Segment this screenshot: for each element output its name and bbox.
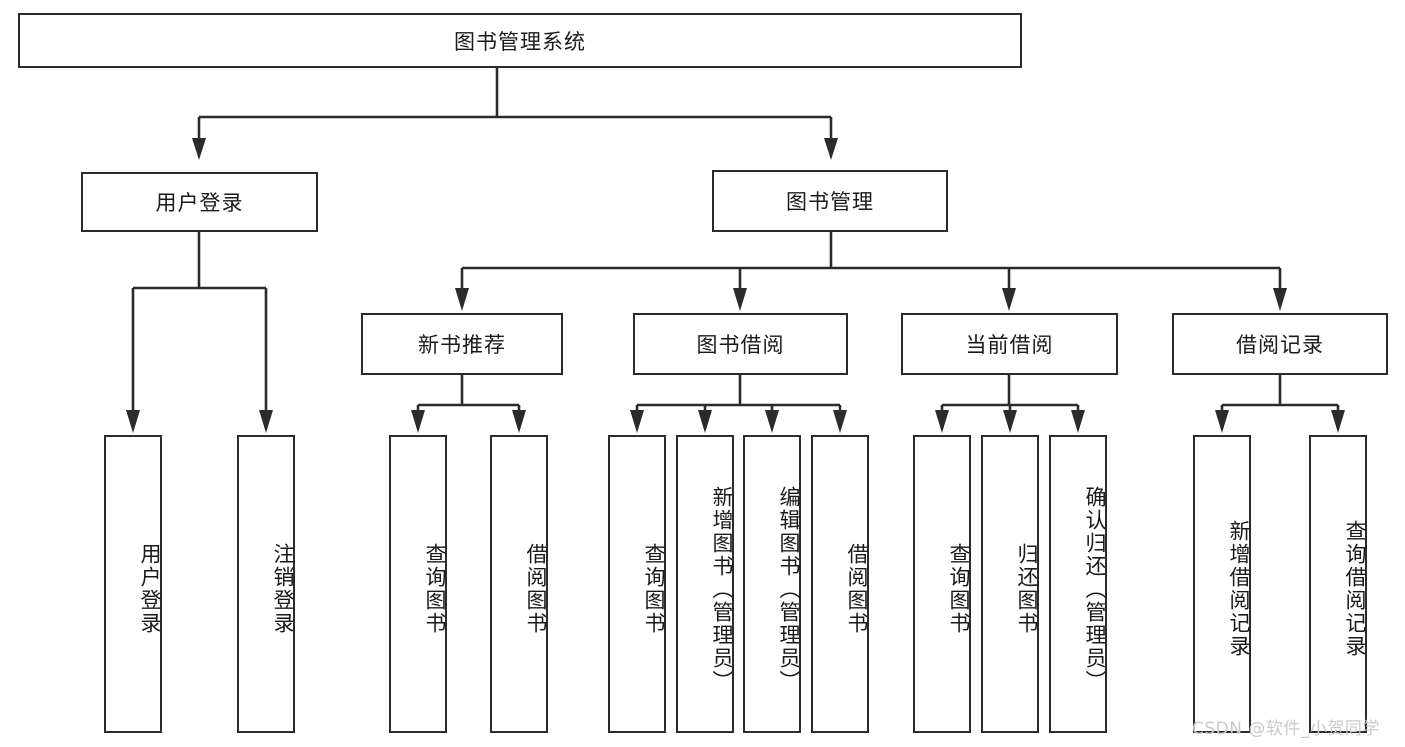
leaf-label: 编辑图书（管理员）: [777, 485, 801, 693]
arrow-bookborrow: [733, 288, 747, 311]
leaf-label: 归还图书: [1015, 543, 1039, 635]
node-new-book-recommend-label: 新书推荐: [418, 333, 506, 357]
leaf-label: 查询借阅记录: [1343, 520, 1367, 658]
leaf-new-book-borrow[interactable]: 借阅图书: [490, 435, 548, 733]
leaf-label: 查询图书: [947, 543, 971, 635]
leaf-book-borrow-edit[interactable]: 编辑图书（管理员）: [743, 435, 801, 733]
arrow-currentborrow-c3: [1071, 410, 1085, 433]
leaf-label: 借阅图书: [524, 543, 548, 635]
leaf-label: 用户登录: [138, 543, 162, 635]
node-current-borrow[interactable]: 当前借阅: [901, 313, 1118, 375]
arrow-newbook-c2: [512, 410, 526, 433]
leaf-label: 新增图书（管理员）: [710, 485, 734, 693]
leaf-book-borrow-query[interactable]: 查询图书: [608, 435, 666, 733]
node-book-borrow[interactable]: 图书借阅: [633, 313, 848, 375]
leaf-label: 确认归还（管理员）: [1083, 485, 1107, 693]
leaf-current-borrow-return[interactable]: 归还图书: [981, 435, 1039, 733]
leaf-user-login-signout[interactable]: 注销登录: [237, 435, 295, 733]
leaf-label: 查询图书: [642, 543, 666, 635]
arrow-userlogin-c1: [126, 410, 140, 433]
arrow-currentborrow-c1: [935, 410, 949, 433]
leaf-new-book-query[interactable]: 查询图书: [389, 435, 447, 733]
arrow-currentborrow-c2: [1003, 410, 1017, 433]
node-current-borrow-label: 当前借阅: [965, 333, 1054, 357]
arrow-userlogin: [192, 138, 206, 160]
leaf-label: 注销登录: [271, 543, 295, 635]
node-book-management-label: 图书管理: [786, 190, 874, 214]
node-book-management[interactable]: 图书管理: [712, 170, 948, 232]
leaf-book-borrow-add[interactable]: 新增图书（管理员）: [676, 435, 734, 733]
arrow-userlogin-c2: [259, 410, 273, 433]
arrow-bookborrow-c2: [698, 410, 712, 433]
leaf-label: 查询图书: [423, 543, 447, 635]
arrow-borrowrecord: [1273, 288, 1287, 311]
node-root-label: 图书管理系统: [454, 29, 586, 54]
leaf-current-borrow-query[interactable]: 查询图书: [913, 435, 971, 733]
node-new-book-recommend[interactable]: 新书推荐: [361, 313, 563, 375]
node-book-borrow-label: 图书借阅: [696, 333, 785, 357]
node-borrow-record-label: 借阅记录: [1236, 333, 1324, 357]
arrow-borrowrecord-c2: [1331, 410, 1345, 433]
node-root[interactable]: 图书管理系统: [18, 13, 1022, 68]
arrow-bookborrow-c4: [833, 410, 847, 433]
leaf-user-login-signin[interactable]: 用户登录: [104, 435, 162, 733]
leaf-borrow-record-add[interactable]: 新增借阅记录: [1193, 435, 1251, 733]
arrow-currentborrow: [1002, 288, 1016, 311]
node-borrow-record[interactable]: 借阅记录: [1172, 313, 1388, 375]
leaf-current-borrow-confirm[interactable]: 确认归还（管理员）: [1049, 435, 1107, 733]
arrow-borrowrecord-c1: [1215, 410, 1229, 433]
node-user-login-label: 用户登录: [155, 191, 244, 215]
arrow-bookmgmt: [824, 138, 838, 160]
leaf-label: 借阅图书: [845, 543, 869, 635]
arrow-newbook-c1: [411, 410, 425, 433]
arrow-newbook: [455, 288, 469, 311]
leaf-book-borrow-borrow[interactable]: 借阅图书: [811, 435, 869, 733]
leaf-label: 新增借阅记录: [1227, 520, 1251, 658]
arrow-bookborrow-c1: [630, 410, 644, 433]
node-user-login[interactable]: 用户登录: [81, 172, 318, 232]
leaf-borrow-record-query[interactable]: 查询借阅记录: [1309, 435, 1367, 733]
arrow-bookborrow-c3: [765, 410, 779, 433]
